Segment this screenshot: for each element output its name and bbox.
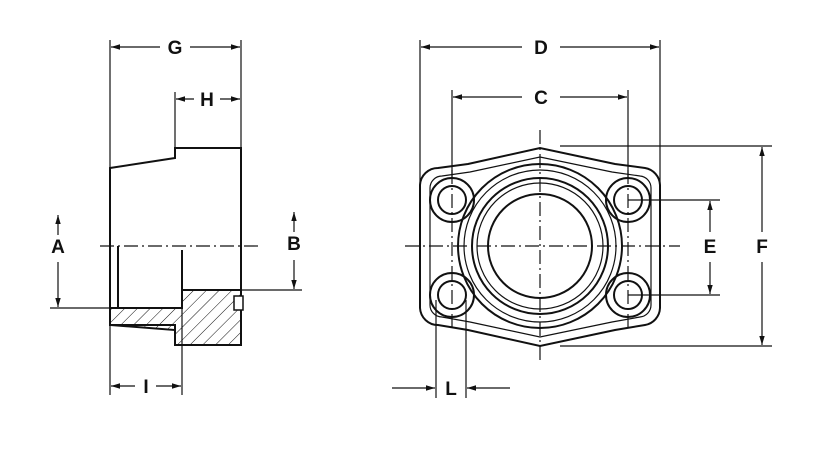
label-e: E <box>704 237 717 258</box>
label-b: B <box>287 234 301 255</box>
dimension-h: H <box>174 90 240 148</box>
label-l: L <box>445 379 457 400</box>
label-c: C <box>534 88 548 109</box>
dimension-f: F <box>560 145 772 347</box>
dimension-c: C <box>451 88 629 178</box>
dimension-b: B <box>241 212 302 291</box>
front-view <box>405 130 680 360</box>
label-d: D <box>534 38 548 59</box>
label-a: A <box>51 237 65 258</box>
dimension-g: G <box>109 38 242 168</box>
dimension-l: L <box>392 300 510 400</box>
label-i: I <box>143 377 148 398</box>
dimension-i: I <box>109 308 183 398</box>
dimension-d: D <box>419 38 661 185</box>
label-h: H <box>200 90 214 111</box>
dimension-e: E <box>628 199 720 296</box>
dimension-a: A <box>50 215 118 309</box>
label-g: G <box>168 38 183 59</box>
label-f: F <box>756 237 768 258</box>
side-view <box>100 147 260 346</box>
